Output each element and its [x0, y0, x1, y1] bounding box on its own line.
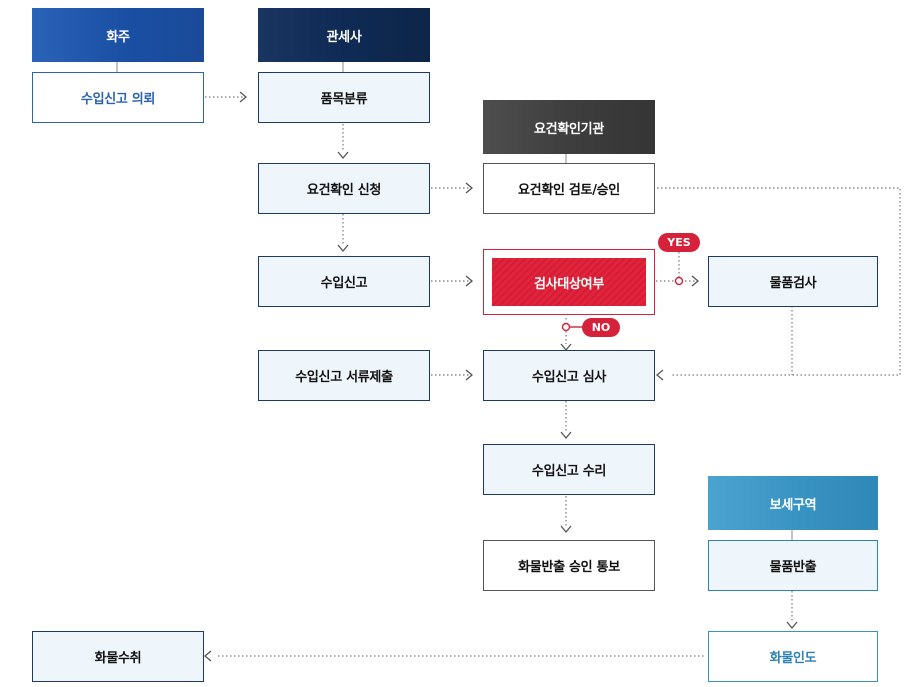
node-document-submission: 수입신고 서류제출	[258, 350, 430, 401]
node-requirement-review-label: 요건확인 검토/승인	[518, 183, 620, 198]
inspection-target-fill: 검사대상여부	[492, 258, 646, 306]
node-import-request: 수입신고 의뢰	[32, 72, 204, 123]
node-inspection-target: 검사대상여부	[483, 249, 655, 315]
node-declaration-review: 수입신고 심사	[483, 350, 655, 401]
node-inspection-target-label: 검사대상여부	[534, 276, 604, 292]
node-declaration-acceptance: 수입신고 수리	[483, 444, 655, 495]
node-release-notice: 화물반출 승인 통보	[483, 540, 655, 591]
node-goods-inspection-label: 물품검사	[769, 276, 817, 291]
no-branch-badge: NO	[582, 318, 620, 337]
node-goods-release: 물품반출	[708, 540, 878, 591]
node-declaration-acceptance-label: 수입신고 수리	[531, 464, 607, 479]
node-import-declaration: 수입신고	[258, 256, 430, 307]
node-requirement-apply: 요건확인 신청	[258, 163, 430, 214]
node-cargo-delivery: 화물인도	[708, 631, 878, 682]
node-goods-release-label: 물품반출	[769, 560, 817, 575]
header-customs-broker-label: 관세사	[326, 29, 362, 45]
node-document-submission-label: 수입신고 서류제출	[295, 370, 393, 385]
node-import-declaration-label: 수입신고	[320, 276, 368, 291]
header-shipper: 화주	[32, 8, 204, 62]
node-cargo-receipt: 화물수취	[32, 631, 204, 682]
node-cargo-receipt-label: 화물수취	[94, 651, 142, 666]
node-goods-inspection: 물품검사	[708, 256, 878, 307]
yes-branch-label: YES	[667, 236, 691, 249]
node-import-request-label: 수입신고 의뢰	[80, 92, 156, 107]
node-requirement-review: 요건확인 검토/승인	[483, 163, 655, 214]
node-item-classification: 품목분류	[258, 72, 430, 123]
header-shipper-label: 화주	[106, 29, 130, 45]
header-bonded-area-label: 보세구역	[769, 497, 817, 513]
header-requirement-agency-label: 요건확인기관	[534, 121, 604, 137]
header-customs-broker: 관세사	[258, 8, 430, 62]
node-requirement-apply-label: 요건확인 신청	[306, 183, 382, 198]
node-item-classification-label: 품목분류	[320, 92, 368, 107]
node-declaration-review-label: 수입신고 심사	[531, 370, 607, 385]
node-release-notice-label: 화물반출 승인 통보	[518, 560, 620, 575]
no-branch-label: NO	[591, 321, 611, 334]
header-requirement-agency: 요건확인기관	[483, 100, 655, 154]
yes-branch-badge: YES	[658, 233, 700, 252]
node-cargo-delivery-label: 화물인도	[769, 651, 817, 666]
header-bonded-area: 보세구역	[708, 476, 878, 530]
